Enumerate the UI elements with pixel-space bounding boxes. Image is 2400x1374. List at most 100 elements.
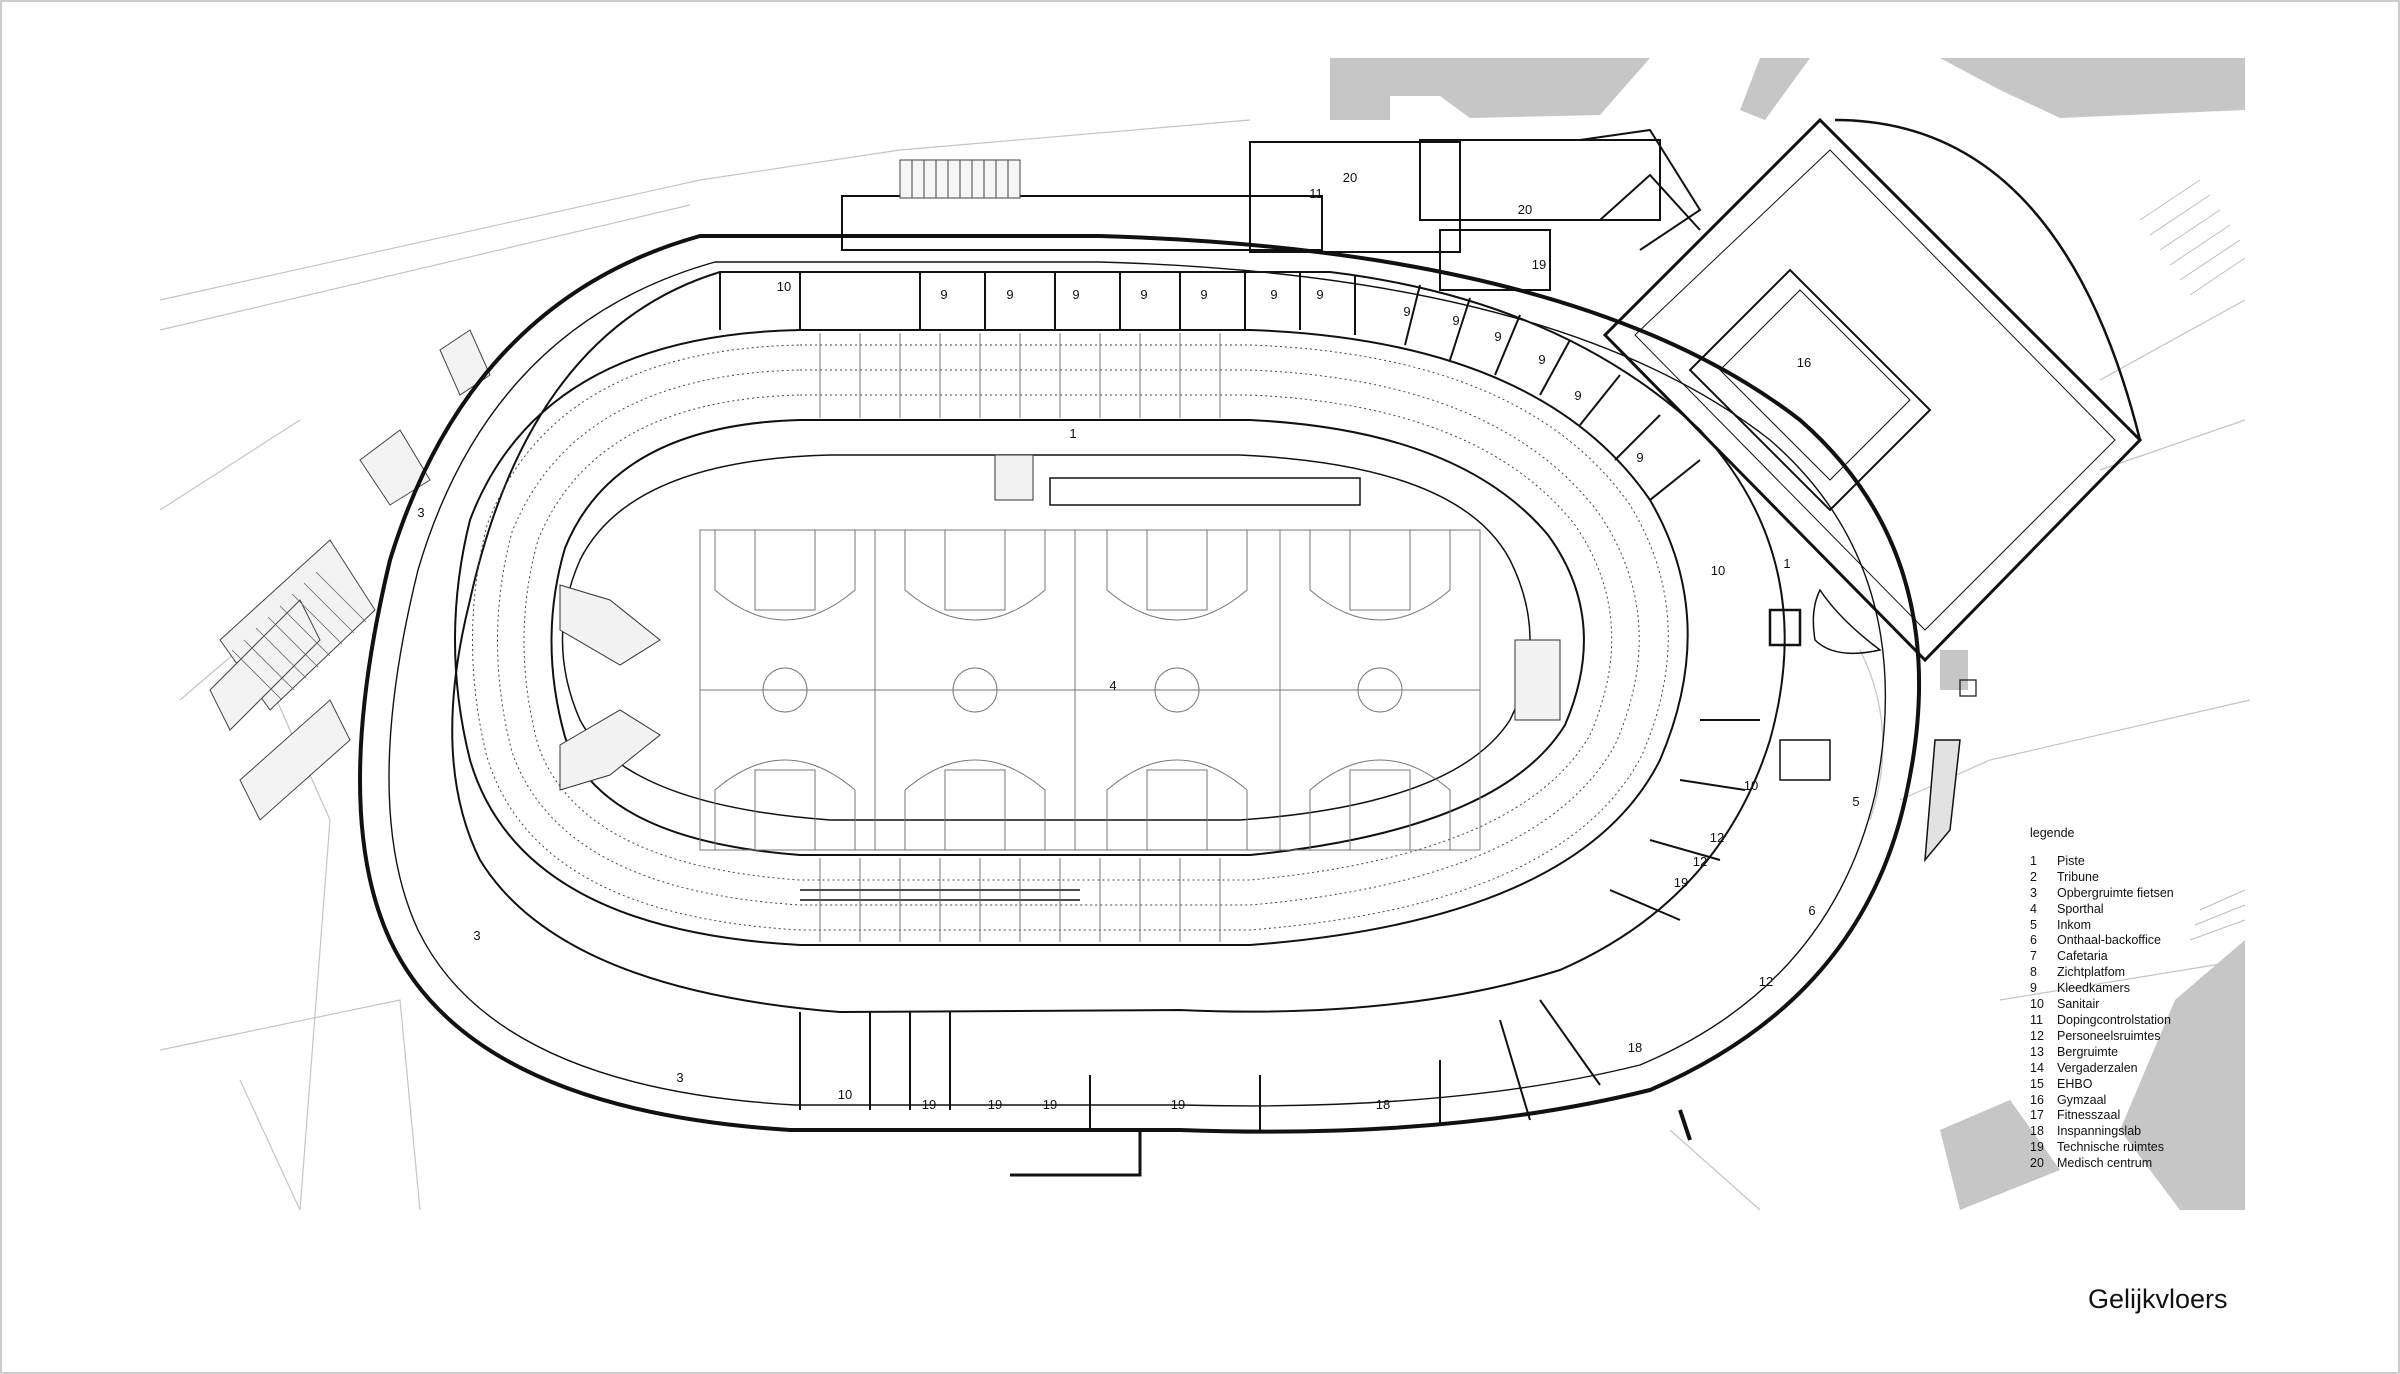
legend-item-label: Technische ruimtes <box>2057 1140 2164 1155</box>
legend-item-label: Onthaal-backoffice <box>2057 933 2161 948</box>
legend-item-number: 11 <box>2030 1012 2043 1027</box>
room-ring <box>451 271 1786 1014</box>
north-annex <box>841 128 1702 291</box>
room-label-personeel-3: 12 <box>1759 974 1773 989</box>
legend-item-label: Personeelsruimtes <box>2057 1028 2161 1043</box>
room-label-kleed-4: 9 <box>1140 287 1147 302</box>
room-label-medisch-1: 20 <box>1343 170 1357 185</box>
drawing-title: Gelijkvloers <box>2088 1284 2228 1314</box>
legend-item-label: Medisch centrum <box>2057 1156 2153 1171</box>
legend-item: 20 Medisch centrum <box>2030 1156 2174 1172</box>
legend-heading: legende <box>2030 826 2075 840</box>
room-label-personeel-1: 12 <box>1710 830 1724 845</box>
room-label-kleed-8: 9 <box>1403 304 1410 319</box>
room-label-sanitair-s: 10 <box>838 1087 852 1102</box>
room-label-kleed-11: 9 <box>1538 352 1545 367</box>
room-label-kleed-7: 9 <box>1316 287 1323 302</box>
legend-item-number: 13 <box>2030 1044 2044 1059</box>
room-label-entrance-mark: 1 <box>1783 556 1790 571</box>
room-label-technisch-n: 19 <box>1532 257 1546 272</box>
legend-item-label: Sporthal <box>2057 901 2104 916</box>
legend-item: 18 Inspanningslab <box>2030 1124 2174 1140</box>
legend-item: 16 Gymzaal <box>2030 1093 2174 1109</box>
legend-item-label: Bergruimte <box>2057 1044 2119 1059</box>
legend-item-number: 19 <box>2030 1140 2044 1155</box>
legend-item-number: 5 <box>2030 917 2037 932</box>
room-label-inspanning-2: 18 <box>1376 1097 1390 1112</box>
room-label-kleed-2: 9 <box>1006 287 1013 302</box>
legend-item-label: Inspanningslab <box>2057 1124 2142 1139</box>
paved-areas <box>1330 58 2245 1210</box>
room-label-kleed-12: 9 <box>1574 388 1581 403</box>
legend-item-number: 12 <box>2030 1028 2044 1043</box>
legend-item-label: Zichtplatfom <box>2057 965 2126 980</box>
legend-item-number: 16 <box>2030 1092 2044 1107</box>
legend-item-label: Gymzaal <box>2057 1092 2107 1107</box>
legend-item-number: 15 <box>2030 1076 2044 1091</box>
room-label-opberg-c: 3 <box>676 1070 683 1085</box>
room-label-sanitair-nw: 10 <box>777 279 791 294</box>
piste-track <box>561 454 1531 901</box>
legend-item-number: 10 <box>2030 997 2044 1012</box>
room-dividers <box>719 272 1760 1130</box>
legend-item-label: EHBO <box>2057 1076 2093 1091</box>
legend-item-label: Dopingcontrolstation <box>2057 1012 2171 1027</box>
legend-item: 11 Dopingcontrolstation <box>2030 1013 2174 1029</box>
room-label-technisch-s3: 19 <box>1043 1097 1057 1112</box>
legend-item: 13 Bergruimte <box>2030 1045 2174 1061</box>
legend-item-label: Piste <box>2057 853 2085 868</box>
room-label-doping: 11 <box>1309 186 1323 201</box>
room-label-gymzaal: 16 <box>1797 355 1811 370</box>
legend-item-label: Kleedkamers <box>2057 981 2130 996</box>
legend-item-label: Cafetaria <box>2057 949 2108 964</box>
legend-item: 4 Sporthal <box>2030 902 2174 918</box>
room-label-kleed-9: 9 <box>1452 313 1459 328</box>
legend-item-number: 2 <box>2030 869 2037 884</box>
room-label-sanitair-e2: 10 <box>1744 778 1758 793</box>
room-label-kleed-6: 9 <box>1270 287 1277 302</box>
basketball-courts <box>699 529 1481 851</box>
bike-shelter-hatch <box>231 571 367 701</box>
legend-item-number: 14 <box>2030 1060 2044 1075</box>
legend-item: 8 Zichtplatfom <box>2030 965 2174 981</box>
legend-item-label: Sanitair <box>2057 997 2100 1012</box>
legend-item-number: 8 <box>2030 965 2037 980</box>
room-labels: 1 4 5 6 3 3 3 9 9 9 9 9 9 9 9 9 9 9 9 9 … <box>417 170 1859 1112</box>
legend-item-label: Fitnesszaal <box>2057 1108 2121 1123</box>
room-label-kleed-1: 9 <box>940 287 947 302</box>
room-label-opberg-b: 3 <box>473 928 480 943</box>
room-label-inkom: 5 <box>1852 794 1859 809</box>
infield-stands <box>559 454 1561 791</box>
north-stair <box>899 159 1021 199</box>
legend-item: 12 Personeelsruimtes <box>2030 1029 2174 1045</box>
legend-item: 19 Technische ruimtes <box>2030 1140 2174 1156</box>
legend-item: 15 EHBO <box>2030 1077 2174 1093</box>
room-label-kleed-13: 9 <box>1636 450 1643 465</box>
room-label-kleed-3: 9 <box>1072 287 1079 302</box>
legend-item-number: 7 <box>2030 949 2037 964</box>
legend-item-number: 18 <box>2030 1124 2044 1139</box>
legend-item-number: 20 <box>2030 1156 2044 1171</box>
room-label-technisch-s1: 19 <box>922 1097 936 1112</box>
legend-item: 5 Inkom <box>2030 918 2174 934</box>
room-label-sporthal: 4 <box>1109 678 1116 693</box>
legend-item-label: Inkom <box>2057 917 2092 932</box>
legend-item-number: 17 <box>2030 1108 2044 1123</box>
east-entrance <box>1010 588 1977 1177</box>
legend-item: 17 Fitnesszaal <box>2030 1108 2174 1124</box>
bike-shelters-west <box>209 329 491 821</box>
legend-item-label: Tribune <box>2057 869 2099 884</box>
railway-hatch <box>2139 179 2246 941</box>
legend-item-number: 3 <box>2030 885 2037 900</box>
legend-item-number: 4 <box>2030 901 2037 916</box>
gymzaal-building <box>1602 117 2143 663</box>
